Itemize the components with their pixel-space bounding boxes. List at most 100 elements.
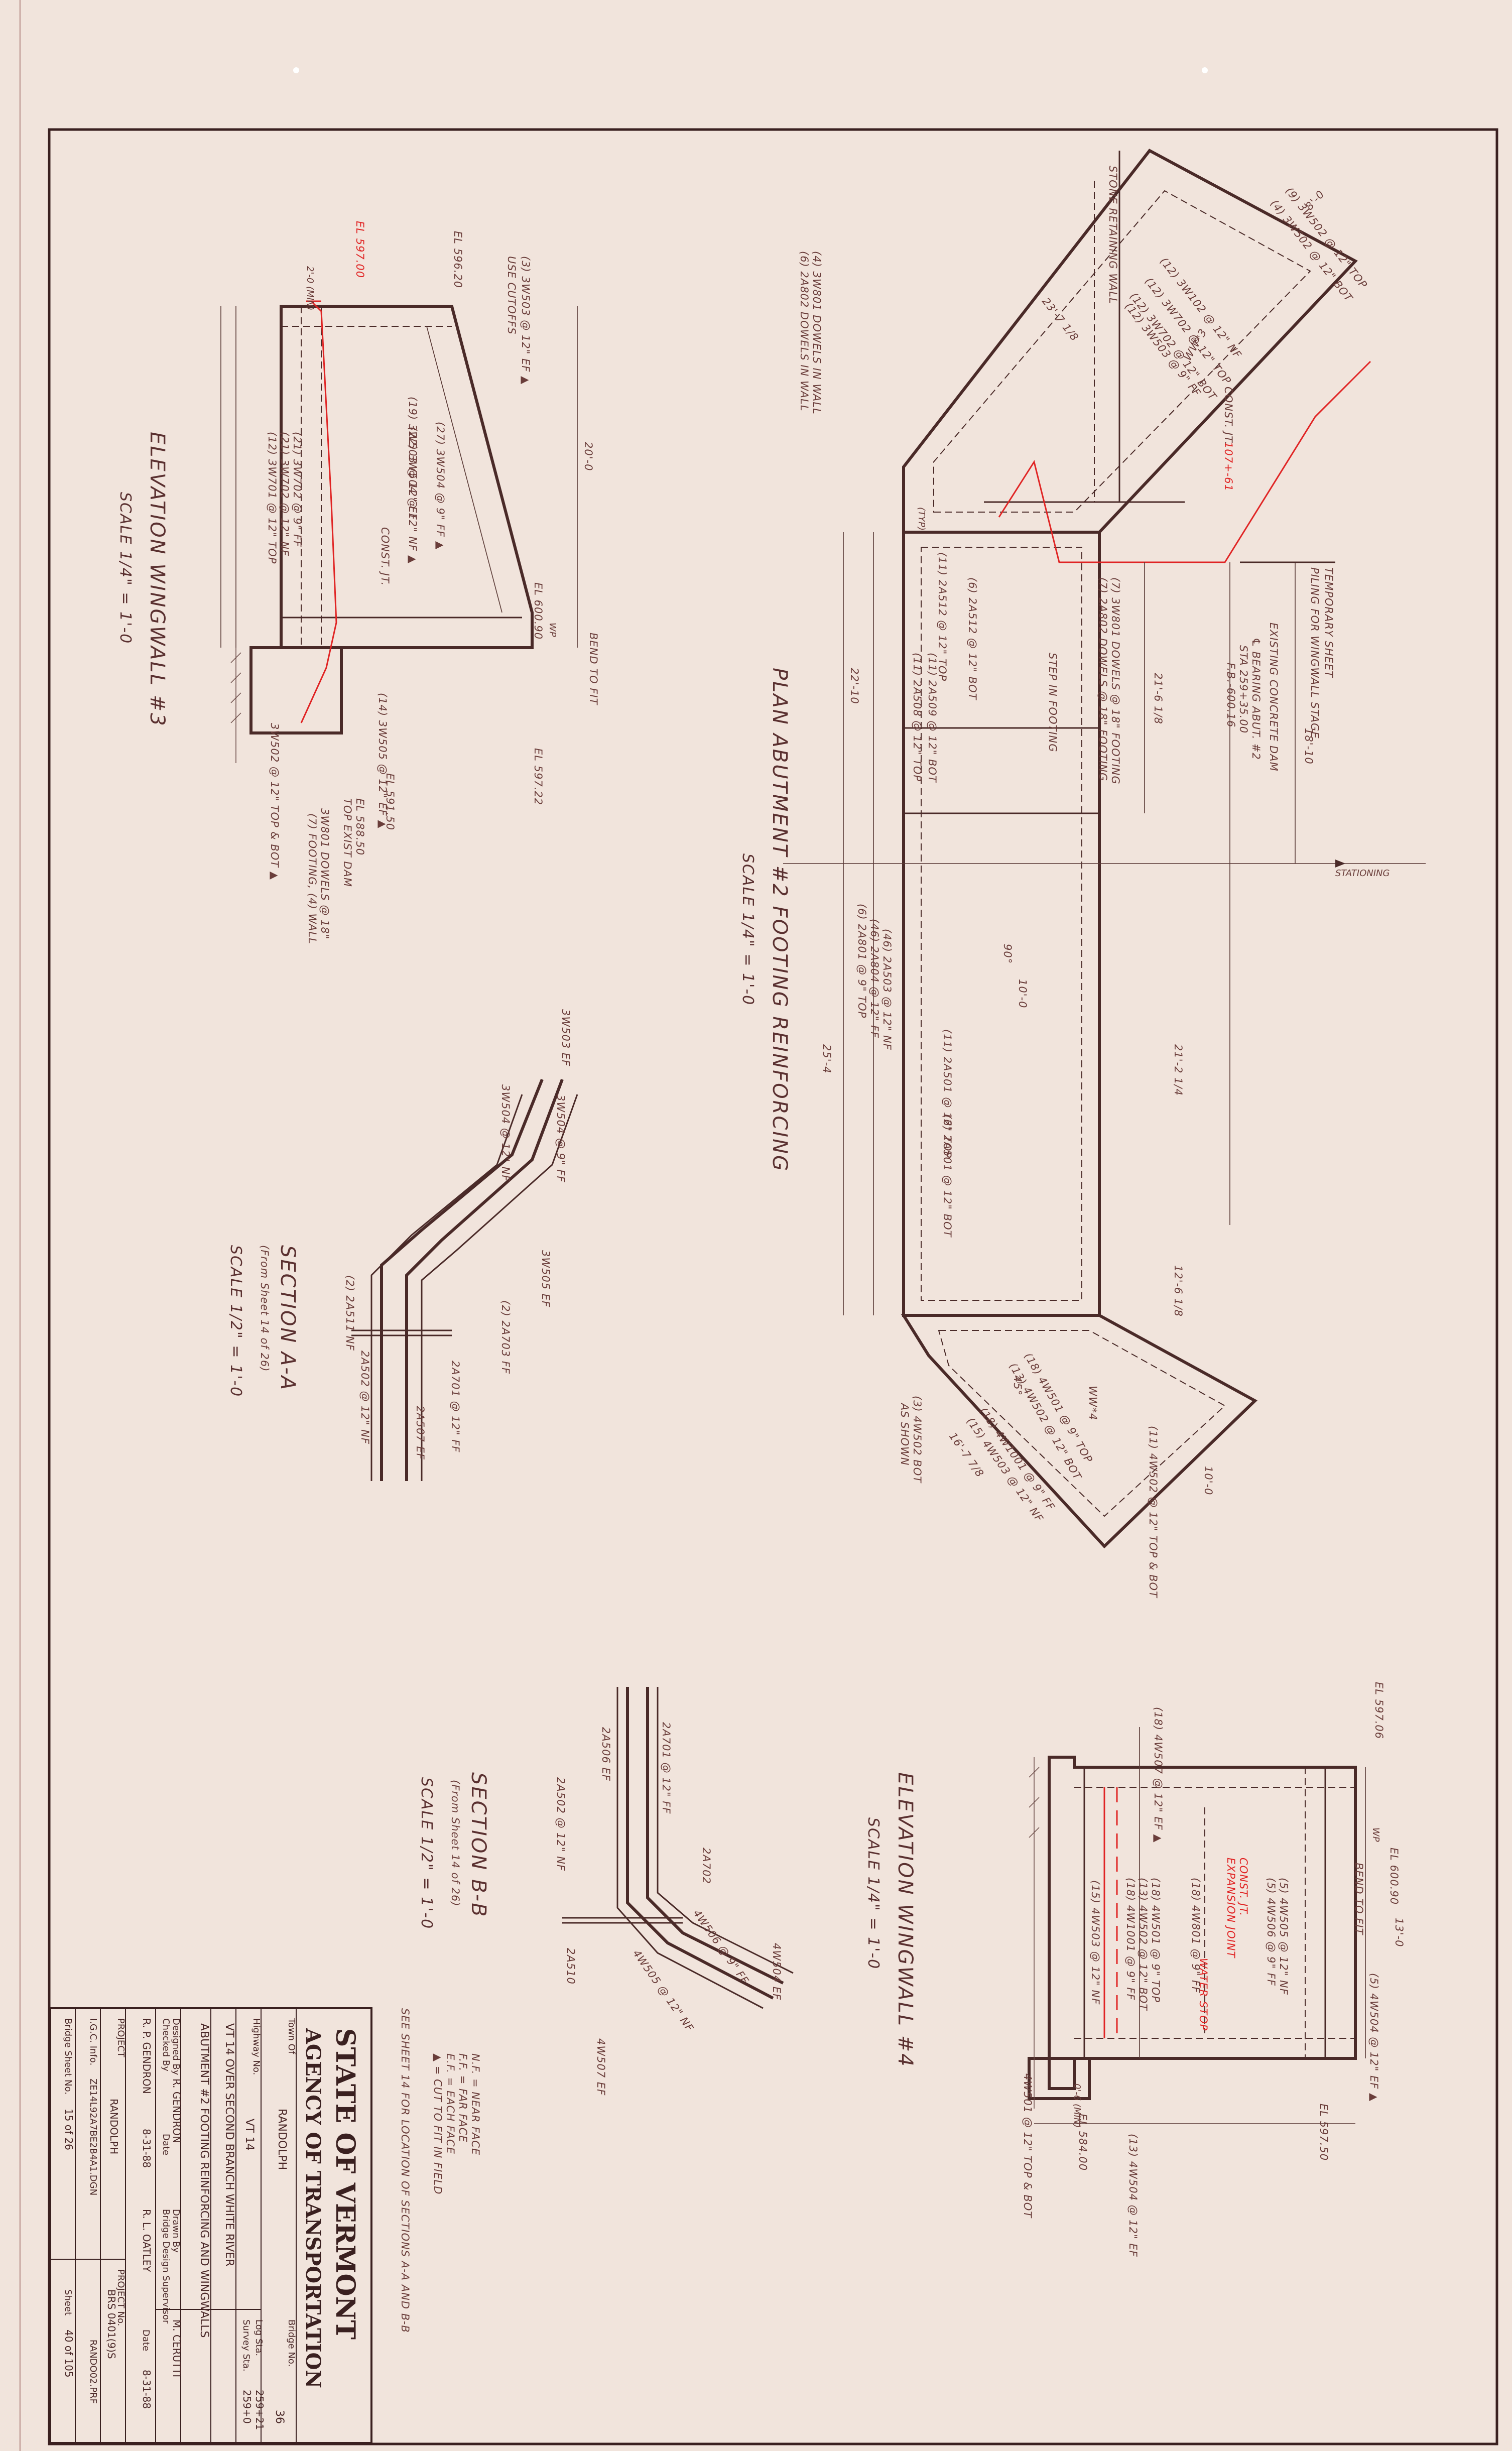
tb-desc: VT 14 OVER SECOND BRANCH WHITE RIVER — [223, 2023, 235, 2267]
plan-labels: PLAN ABUTMENT #2 FOOTING REINFORCING SCA… — [739, 166, 1369, 1599]
section-aa-bar: 3W504 @ 12" NF — [499, 1084, 512, 1181]
ww3-dowels: 3W801 DOWELS @ 18" — [319, 808, 331, 939]
ww3-bar: (19) 3W503 @ 12" EF — [407, 397, 419, 520]
dimension: 18'-10 — [1303, 728, 1315, 765]
sheet-border — [48, 128, 1498, 2445]
ww3-bend: BEND TO FIT — [587, 633, 599, 706]
label-dowels-a: (4) 3W801 DOWELS IN WALL — [811, 251, 823, 415]
tb-label: Log Sta. — [254, 2319, 264, 2356]
dimension: 25'-4 — [821, 1044, 833, 1073]
ww3-bar: (21) 3W702 @ 9" FF — [291, 432, 303, 547]
section-aa-bar: 2A507 EF — [414, 1406, 426, 1460]
wingwall-4-labels: ELEVATION WINGWALL #4 SCALE 1/4" = 1'-0 … — [864, 1682, 1405, 2257]
ww4-wp: WP — [1370, 1827, 1381, 1842]
section-aa-bar: 2A502 @ 12" NF — [359, 1351, 371, 1444]
section-aa-bar: 3W503 EF — [560, 1009, 572, 1066]
section-bb-bar: 2A702 — [700, 1848, 712, 1884]
label-bar: AS SHOWN — [899, 1402, 911, 1466]
tb-label: Bridge Design Supervisor — [161, 2209, 171, 2324]
punch-hole — [1202, 67, 1208, 73]
section-bb-bar: 4W504 EF — [771, 1943, 783, 2000]
ww4-el: EL 600.90 — [1388, 1848, 1400, 1905]
ww3-el: EL 600.90 — [532, 582, 544, 640]
ww4-dim: 13'-0 — [1393, 1918, 1405, 1947]
label-bar: (11) 2A501 @ 12" TOP — [941, 1029, 953, 1158]
ww4-bar: (15) 4W503 @ 12" NF — [1089, 1880, 1101, 2005]
dimension: 10'-0 — [1017, 979, 1029, 1008]
note-abbrev: E.F. = EACH FACE — [444, 2053, 456, 2154]
ww3-top-dam: TOP EXIST DAM — [341, 798, 353, 887]
label-bearing: ℄ BEARING ABUT. #2 — [1250, 638, 1262, 760]
tb-label: PROJECT — [115, 2018, 126, 2058]
label-bar: (11) 2A509 @ 12" BOT — [926, 653, 938, 783]
label-bar: (46) 2A804 @ 12" FF — [868, 919, 880, 1038]
dimension: 21'-2 1/4 — [1172, 1044, 1184, 1096]
ww3-bar: (14) 3W505 @ 12" EF ▲ — [376, 693, 389, 829]
section-aa-scale: SCALE 1/2" = 1'-0 — [227, 1245, 244, 1397]
dimension: 23'-7 1/8 — [1040, 295, 1081, 343]
tb-label: Bridge No. — [286, 2319, 297, 2367]
ww3-el: EL 596.20 — [452, 231, 464, 288]
tb-value: 8-31-88 — [141, 2370, 153, 2409]
ww4-bar: (5) 4W504 @ 12" EF ▲ — [1368, 1973, 1380, 2102]
label-bar: (6) 2A801 @ 9" TOP — [856, 904, 868, 1018]
tb-value: RANDOLPH — [276, 2109, 288, 2170]
tb-label: Sheet — [63, 2289, 73, 2315]
dimension: 21'-6 1/8 — [1152, 673, 1164, 724]
ww3-bar: (12) 3W701 @ 12" TOP — [266, 432, 278, 564]
ww4-bar: (18) 4W507 @ 12" EF ▲ — [1152, 1707, 1164, 1843]
tb-value: RANDOLPH — [108, 2099, 120, 2154]
elevation-wingwall-3 — [220, 300, 578, 763]
label-bar: (6) 2A512 @ 12" BOT — [966, 577, 978, 701]
wingwall-3-labels: ELEVATION WINGWALL #3 SCALE 1/4" = 1'-0 … — [116, 221, 599, 944]
section-aa-bar: 3W505 EF — [540, 1250, 552, 1307]
section-a-a-labels: SECTION A-A (From Sheet 14 of 26) SCALE … — [227, 1009, 572, 1460]
tb-value: R. L. OATLEY — [141, 2209, 153, 2272]
tb-desc: ABUTMENT #2 FOOTING REINFORCING AND WING… — [198, 2023, 210, 2338]
plan-abutment: 107+-61 STATIONING — [783, 149, 1426, 1549]
ww3-bar: (22) 3W504 @ 12" NF ▲ — [407, 427, 419, 564]
section-aa-title: SECTION A-A — [276, 1245, 299, 1391]
label-sta: STA 259+35.00 — [1237, 645, 1249, 733]
ww3-cutoffs: USE CUTOFFS — [506, 256, 518, 335]
label-bar: (11) 2A512 @ 12" TOP — [936, 552, 948, 681]
stationing-label: STATIONING — [1335, 868, 1390, 879]
tb-value: 259+21 — [254, 2390, 266, 2430]
notes: SEE SHEET 14 FOR LOCATION OF SECTIONS A-… — [399, 2008, 481, 2333]
label-bar: (11) 4W502 @ 12" TOP & BOT — [1147, 1426, 1159, 1599]
tb-label: Survey Sta. — [241, 2319, 251, 2372]
ww3-bar: (3) 3W503 @ 12" EF ▲ — [520, 256, 532, 385]
section-bb-scale: SCALE 1/2" = 1'-0 — [418, 1777, 435, 1929]
tb-state: STATE OF VERMONT — [330, 2028, 360, 2340]
ww4-bar: (5) 4W506 @ 9" FF — [1265, 1878, 1277, 1986]
tb-label: Designed By — [171, 2018, 181, 2075]
ww4-red-markup: EXPANSION JOINT — [1225, 1858, 1237, 1958]
tb-value: RANDO02.PRF — [88, 2340, 98, 2404]
tb-label: Date — [141, 2330, 151, 2351]
note-abbrev: N.F. = NEAR FACE — [469, 2053, 481, 2155]
section-aa-sub: (From Sheet 14 of 26) — [259, 1245, 271, 1372]
ww3-dowels: (7) FOOTING, (4) WALL — [306, 813, 318, 944]
section-aa-bar: 3W504 @ 9" FF — [555, 1094, 567, 1182]
section-bb-bar: 2A701 @ 12" FF — [660, 1722, 672, 1814]
tb-value: 36 — [273, 2410, 286, 2424]
ww4-scale: SCALE 1/4" = 1'-0 — [864, 1817, 882, 1970]
label-temp-sheet: TEMPORARY SHEET — [1323, 567, 1335, 678]
ww4-bar: (13) 4W502 @ 12" BOT — [1137, 1878, 1149, 2011]
ww4-bar: 4W501 @ 12" TOP & BOT — [1022, 2073, 1034, 2219]
angle: 45° — [1012, 1376, 1024, 1396]
tb-value: R. GENDRON — [171, 2078, 183, 2143]
tb-value: 15 of 26 — [63, 2109, 75, 2150]
label-temp-piling: PILING FOR WINGWALL STAGE — [1309, 567, 1321, 739]
ww4-red-markup: CONST. JT. — [1237, 1858, 1249, 1916]
label-fb: F.B.-600.16 — [1225, 663, 1237, 727]
tb-value: 40 of 105 — [63, 2330, 75, 2378]
section-bb-bar: 2A506 EF — [600, 1727, 612, 1781]
ww4-red-markup: WATER STOP — [1197, 1958, 1209, 2031]
tb-value: 8-31-88 — [141, 2129, 153, 2168]
section-aa-bar: (2) 2A511 NF — [344, 1275, 356, 1351]
ww3-el: EL 588.50 — [354, 798, 366, 855]
tb-value: M. CERUTTI — [171, 2319, 183, 2377]
